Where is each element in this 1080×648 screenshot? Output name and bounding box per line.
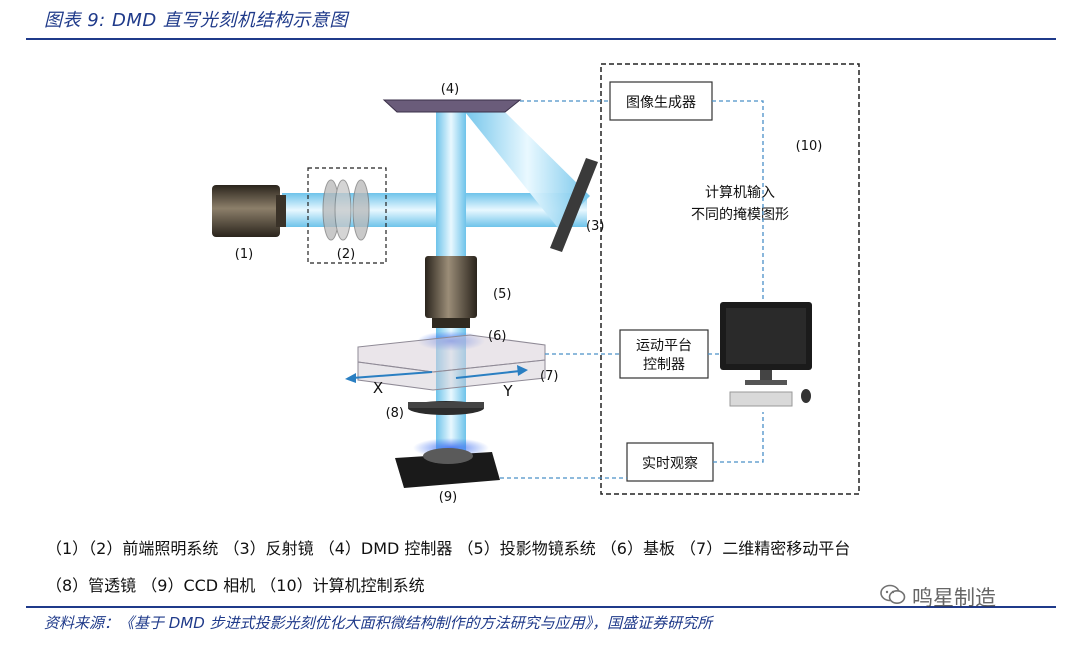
label-1: (1) — [235, 247, 253, 262]
realtime-observe-label: 实时观察 — [642, 455, 698, 472]
legend-line-1: （1）（2）前端照明系统 （3）反射镜 （4）DMD 控制器 （5）投影物镜系统… — [46, 539, 851, 558]
wechat-icon — [880, 584, 906, 611]
label-2: (2) — [337, 247, 355, 262]
watermark-text: 鸣星制造 — [912, 586, 996, 610]
label-7: (7) — [540, 369, 558, 384]
motion-controller-label-1: 运动平台 — [636, 338, 692, 354]
computer-icon — [720, 302, 812, 407]
motion-controller-box — [619, 329, 709, 379]
label-5: (5) — [493, 287, 511, 302]
axis-arrows — [345, 365, 528, 383]
lens-group-box — [307, 167, 387, 264]
image-generator-box — [609, 81, 713, 121]
mirror — [550, 158, 598, 252]
computer-note-line-2: 不同的掩模图形 — [691, 207, 789, 223]
label-8: (8) — [386, 406, 404, 421]
label-9: (9) — [439, 490, 457, 505]
signal-connectors — [500, 100, 764, 479]
legend-line-2: （8）管透镜 （9）CCD 相机 （10）计算机控制系统 — [46, 576, 425, 595]
figure-title: 图表 9: DMD 直写光刻机结构示意图 — [44, 10, 348, 31]
substrate-stage — [357, 334, 546, 391]
label-6: (6) — [488, 329, 506, 344]
top-divider — [26, 38, 1056, 40]
condenser-lenses — [322, 179, 370, 241]
axis-y-label: Y — [502, 382, 513, 400]
bottom-divider — [26, 606, 1056, 608]
light-source — [212, 185, 286, 237]
label-4: (4) — [441, 82, 459, 97]
reflected-beam — [465, 112, 590, 228]
dmd-chip — [382, 99, 522, 113]
label-10: (10) — [796, 139, 823, 154]
label-3: (3) — [586, 219, 604, 234]
watermark: 鸣星制造 — [880, 582, 996, 612]
ccd-camera — [395, 448, 500, 488]
computer-system-box — [600, 63, 860, 495]
projection-objective — [425, 256, 477, 328]
axis-x-label: X — [373, 379, 383, 397]
computer-note-line-1: 计算机输入 — [705, 185, 775, 201]
motion-controller-label-2: 控制器 — [643, 357, 685, 373]
source-note: 资料来源：《基于 DMD 步进式投影光刻优化大面积微结构制作的方法研究与应用》，… — [44, 614, 713, 632]
image-generator-label: 图像生成器 — [626, 95, 696, 111]
tube-lens — [408, 401, 484, 415]
realtime-observe-box — [626, 442, 714, 482]
